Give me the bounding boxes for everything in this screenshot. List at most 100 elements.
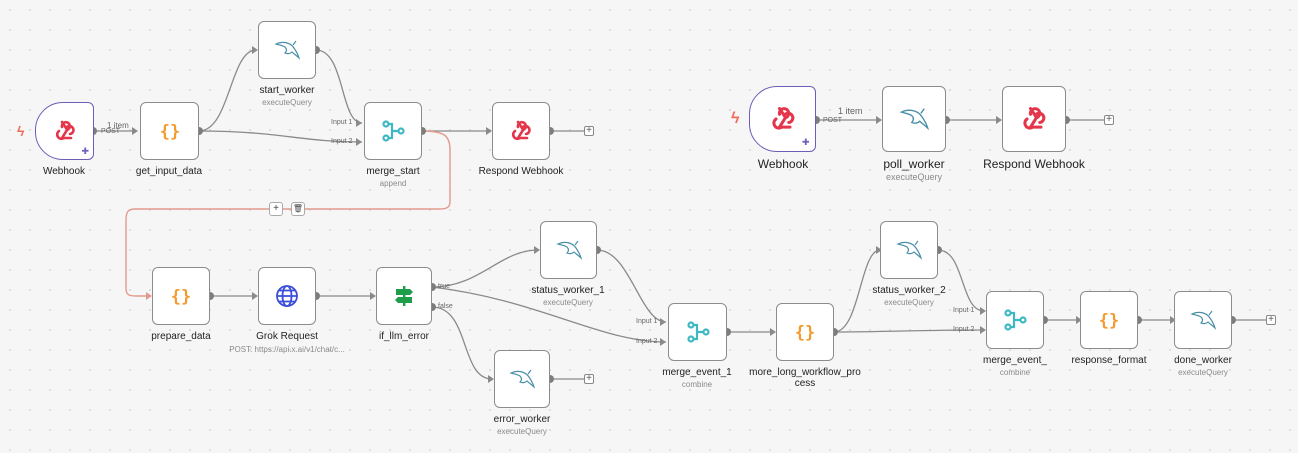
node-label: merge_event_1 bbox=[662, 367, 732, 378]
node-label: Webhook bbox=[42, 166, 86, 177]
port-false-label: false bbox=[438, 303, 453, 310]
edge-get-input-merge-start bbox=[198, 130, 363, 143]
port-input1-merge-event-1: Input 1 bbox=[636, 318, 658, 325]
mysql-dolphin-icon bbox=[1190, 310, 1217, 330]
webhook-icon bbox=[511, 120, 531, 141]
node-label: status_worker_1 bbox=[531, 285, 605, 296]
node-response-format[interactable]: {} bbox=[1080, 291, 1138, 349]
mysql-dolphin-icon bbox=[555, 240, 582, 260]
port-input1-merge-start: Input 1 bbox=[331, 119, 353, 126]
node-respond-webhook-1[interactable] bbox=[492, 102, 550, 160]
add-node-button[interactable]: + bbox=[1104, 115, 1114, 125]
node-label: status_worker_2 bbox=[872, 285, 946, 296]
node-label-line2: cess bbox=[794, 378, 816, 389]
add-node-button[interactable]: + bbox=[1266, 315, 1276, 325]
port-true-label: true bbox=[438, 283, 451, 290]
node-label: prepare_data bbox=[151, 331, 211, 342]
node-sublabel: executeQuery bbox=[262, 98, 312, 107]
port-input2-merge-start: Input 2 bbox=[331, 138, 353, 145]
port-input1-merge-event-2: Input 1 bbox=[953, 307, 975, 314]
node-merge-event-2[interactable] bbox=[986, 291, 1044, 349]
merge-icon bbox=[382, 120, 405, 142]
mysql-dolphin-icon bbox=[274, 40, 301, 60]
add-node-button[interactable]: + bbox=[584, 126, 594, 136]
svg-text:{}: {} bbox=[171, 287, 191, 307]
node-sublabel: combine bbox=[999, 368, 1031, 377]
node-merge-start[interactable] bbox=[364, 102, 422, 160]
edge-more-long-status-2 bbox=[833, 249, 881, 333]
trigger-bolt-icon: ϟ bbox=[17, 123, 25, 139]
pin-icon: ✚ bbox=[802, 137, 810, 147]
node-grok-request[interactable] bbox=[258, 267, 316, 325]
node-sublabel: executeQuery bbox=[543, 298, 593, 307]
globe-icon bbox=[276, 285, 298, 307]
webhook-icon bbox=[55, 120, 75, 141]
svg-text:{}: {} bbox=[159, 122, 179, 142]
node-start-worker[interactable] bbox=[258, 21, 316, 79]
edge-get-input-start-worker bbox=[198, 49, 257, 132]
edge-delete-button[interactable]: 🗑 bbox=[291, 202, 305, 216]
item-count-label-1: 1 item bbox=[107, 121, 129, 130]
mysql-dolphin-icon bbox=[896, 240, 923, 260]
pin-icon: ✚ bbox=[81, 146, 89, 156]
node-webhook-1[interactable]: ✚ bbox=[35, 102, 94, 160]
edge-add-button[interactable]: + bbox=[269, 202, 283, 216]
code-braces-icon: {} bbox=[1099, 311, 1119, 331]
node-sublabel: combine bbox=[681, 380, 713, 389]
edge-if-status-worker-1 bbox=[431, 249, 539, 288]
node-error-worker[interactable] bbox=[494, 350, 550, 408]
node-status-worker-2[interactable] bbox=[880, 221, 938, 279]
edge-status-1-merge-event-1 bbox=[596, 249, 667, 323]
node-label: if_llm_error bbox=[378, 331, 430, 342]
node-sublabel: executeQuery bbox=[885, 172, 943, 182]
edge-start-worker-merge-start bbox=[315, 49, 363, 124]
node-label: done_worker bbox=[1174, 355, 1232, 366]
mysql-dolphin-icon bbox=[899, 108, 929, 131]
edge-if-merge-event-1 bbox=[431, 286, 667, 343]
signpost-icon bbox=[395, 286, 413, 306]
node-respond-webhook-2[interactable] bbox=[1002, 86, 1066, 152]
add-node-button[interactable]: + bbox=[584, 374, 594, 384]
node-if-llm-error[interactable] bbox=[376, 267, 432, 325]
code-braces-icon: {} bbox=[159, 122, 179, 142]
merge-icon bbox=[686, 321, 710, 343]
node-label: more_long_workflow_pro bbox=[749, 367, 861, 378]
mysql-dolphin-icon bbox=[509, 369, 536, 389]
merge-icon bbox=[1004, 309, 1027, 331]
node-label: error_worker bbox=[493, 414, 551, 425]
node-label: Webhook bbox=[757, 157, 809, 171]
node-label: Grok Request bbox=[256, 331, 318, 342]
node-merge-event-1[interactable] bbox=[668, 303, 727, 361]
edge-more-long-merge-event-2 bbox=[833, 329, 985, 333]
trigger-bolt-icon: ϟ bbox=[731, 110, 740, 127]
node-get-input-data[interactable]: {} bbox=[140, 102, 199, 160]
node-more-long-workflow-process[interactable]: {} bbox=[776, 303, 834, 361]
node-poll-worker[interactable] bbox=[882, 86, 946, 152]
item-count-label-2: 1 item bbox=[838, 106, 863, 116]
node-sublabel: POST: https://api.x.ai/v1/chat/c... bbox=[229, 345, 345, 354]
webhook-icon bbox=[771, 106, 794, 130]
method-label-1: POST bbox=[101, 128, 121, 135]
webhook-icon bbox=[1023, 106, 1046, 130]
node-status-worker-1[interactable] bbox=[540, 221, 597, 279]
node-label: response_format bbox=[1071, 355, 1147, 366]
edge-status-2-merge-event-2 bbox=[937, 249, 985, 312]
edge-merge-start-prepare bbox=[125, 130, 451, 297]
node-label: get_input_data bbox=[135, 166, 203, 177]
node-sublabel: executeQuery bbox=[497, 427, 547, 436]
edge-if-error-worker bbox=[431, 306, 493, 380]
node-webhook-2[interactable]: ✚ bbox=[749, 86, 816, 152]
node-label: Respond Webhook bbox=[478, 166, 564, 177]
node-label: start_worker bbox=[259, 85, 315, 96]
node-done-worker[interactable] bbox=[1174, 291, 1232, 349]
code-braces-icon: {} bbox=[171, 287, 191, 307]
svg-text:{}: {} bbox=[795, 323, 815, 343]
node-sublabel: executeQuery bbox=[884, 298, 934, 307]
port-input2-merge-event-2: Input 2 bbox=[953, 326, 975, 333]
node-label: merge_start bbox=[366, 166, 420, 177]
code-braces-icon: {} bbox=[795, 323, 815, 343]
node-prepare-data[interactable]: {} bbox=[152, 267, 210, 325]
node-sublabel: executeQuery bbox=[1178, 368, 1228, 377]
